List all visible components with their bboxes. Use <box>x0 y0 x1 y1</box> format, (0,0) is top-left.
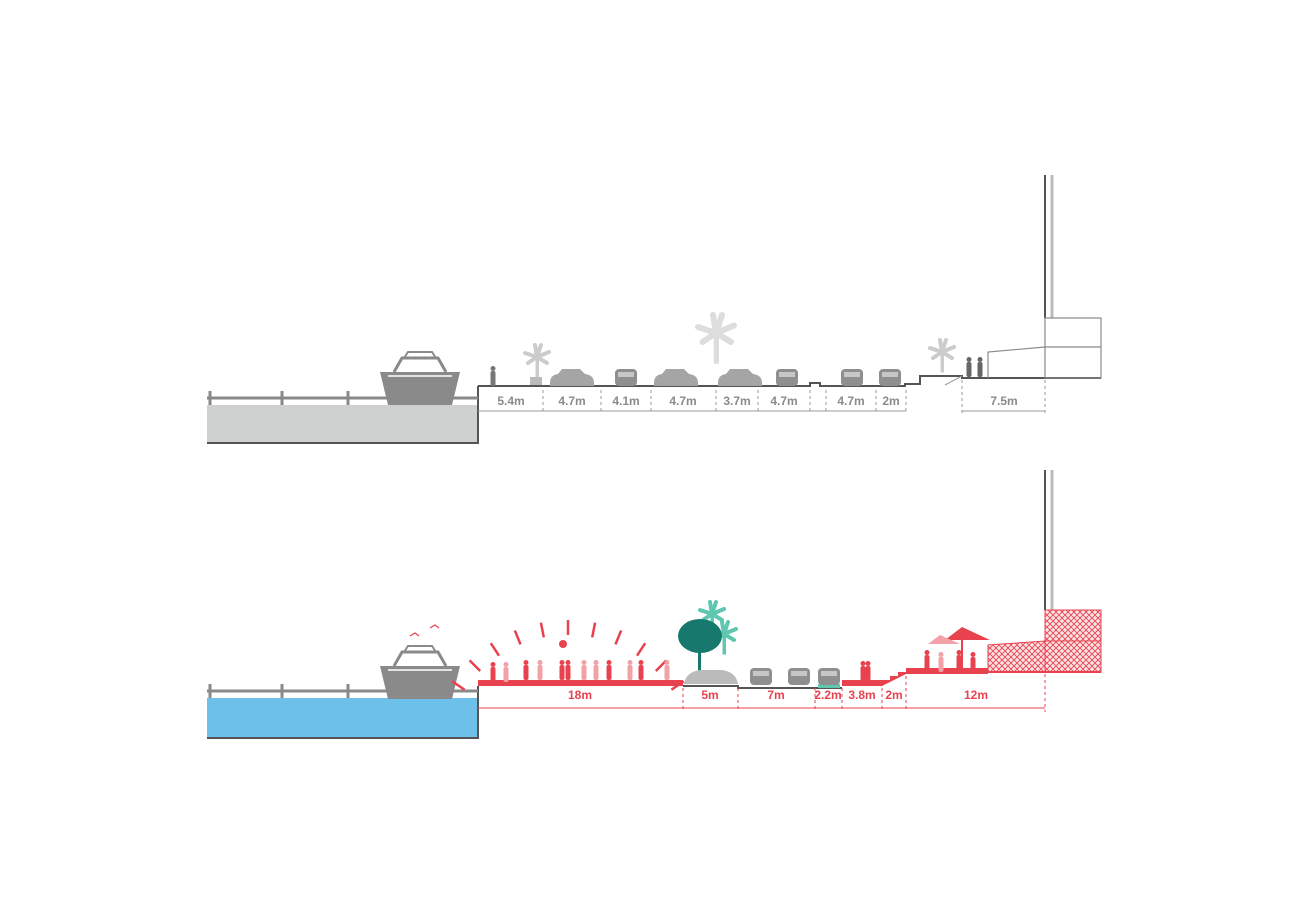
car-icon <box>879 369 901 386</box>
car-icon <box>788 668 810 685</box>
dimension-label: 3.8m <box>848 688 875 702</box>
arc-dash <box>489 642 501 657</box>
person-icon <box>966 357 972 377</box>
arc-dash <box>513 630 522 645</box>
person-icon <box>924 650 930 670</box>
arc-dash <box>539 622 546 638</box>
bird-icon <box>409 624 440 637</box>
proposed-dimensions <box>478 674 1046 712</box>
palm-icon <box>523 343 551 379</box>
arc-dash <box>451 680 466 691</box>
arc-dash <box>468 659 482 672</box>
dimension-label: 4.7m <box>837 394 864 408</box>
dimension-label: 4.7m <box>669 394 696 408</box>
boat-icon <box>378 350 462 407</box>
person-icon <box>865 661 871 681</box>
trees <box>678 600 738 684</box>
dimension-label: 4.7m <box>558 394 585 408</box>
cafe-umbrella-icon <box>928 627 990 672</box>
quay-water <box>207 405 478 443</box>
dimension-label: 3.7m <box>723 394 750 408</box>
car-icon <box>776 369 798 386</box>
dimension-label: 7.5m <box>990 394 1017 408</box>
dimension-label: 18m <box>568 688 592 702</box>
dimension-label: 4.7m <box>770 394 797 408</box>
dimension-label: 12m <box>964 688 988 702</box>
existing-section: 5.4m 4.7m 4.1m 4.7m 3.7m 4.7m 4.7m 2m 7.… <box>207 175 1102 444</box>
car-icon <box>750 668 772 685</box>
palm-icon <box>698 315 734 363</box>
arc-dash <box>670 680 685 691</box>
car-icon <box>841 369 863 386</box>
dimension-label: 5m <box>701 688 718 702</box>
proposed-section: 18m 5m 7m 2.2m 3.8m 2m 12m <box>207 470 1102 739</box>
building <box>987 175 1102 379</box>
palm-icon <box>928 338 956 374</box>
car-icon <box>718 369 762 386</box>
arc-dash <box>590 622 597 638</box>
person-icon <box>490 366 496 386</box>
building <box>987 470 1102 673</box>
promenade <box>478 680 683 686</box>
car-icon <box>818 668 840 685</box>
person-icon <box>977 357 983 377</box>
arc-dash <box>614 630 623 645</box>
dimension-label: 4.1m <box>612 394 639 408</box>
dimension-label: 2m <box>885 688 902 702</box>
existing-dimensions <box>478 380 1046 414</box>
dimension-label: 2m <box>882 394 899 408</box>
dimension-label: 7m <box>767 688 784 702</box>
car-icon <box>550 369 594 386</box>
dimension-label: 5.4m <box>497 394 524 408</box>
car-icon <box>615 369 637 386</box>
people <box>490 640 644 682</box>
person-icon <box>860 661 866 681</box>
tree-icon <box>678 619 722 653</box>
car-icon <box>654 369 698 386</box>
water <box>207 698 478 738</box>
arc-dash <box>635 642 647 657</box>
sun-arc <box>451 620 685 691</box>
dimension-label: 2.2m <box>814 688 841 702</box>
boat-icon <box>378 644 462 701</box>
